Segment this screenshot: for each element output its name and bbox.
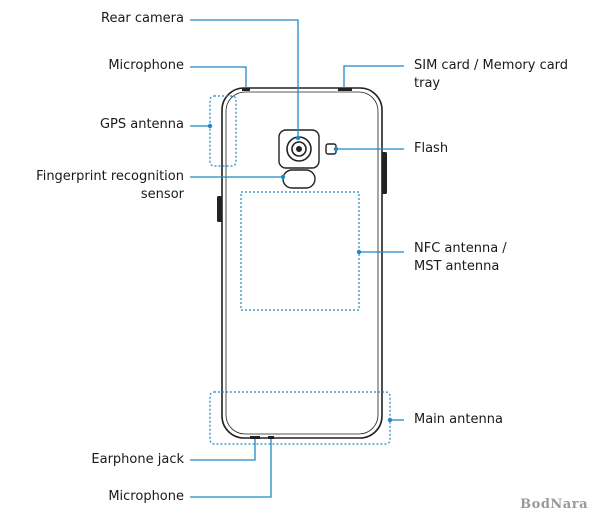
- label-sim-line2: tray: [414, 76, 441, 91]
- label-microphone-top: Microphone: [108, 58, 184, 73]
- volume-key: [217, 196, 222, 222]
- top-microphone-hole: [242, 88, 250, 91]
- bottom-microphone-hole: [268, 436, 274, 439]
- label-earphone-jack: Earphone jack: [91, 452, 184, 467]
- label-gps-antenna: GPS antenna: [99, 117, 184, 132]
- earphone-jack-hole: [250, 436, 260, 439]
- sim-tray-slot: [338, 88, 352, 91]
- label-rear-camera: Rear camera: [101, 11, 184, 26]
- leader-lines: [190, 19, 404, 498]
- label-flash: Flash: [414, 141, 449, 156]
- nfc-antenna-area: [240, 191, 360, 311]
- label-nfc-line2: MST antenna: [414, 259, 500, 274]
- label-nfc-line1: NFC antenna /: [414, 241, 507, 256]
- label-main-antenna: Main antenna: [414, 412, 503, 427]
- label-sim-line1: SIM card / Memory card: [414, 58, 569, 73]
- gps-antenna-area: [209, 95, 237, 167]
- label-fingerprint-line2: sensor: [140, 187, 184, 202]
- label-fingerprint-line1: Fingerprint recognition: [36, 169, 184, 184]
- fingerprint-sensor: [282, 169, 316, 189]
- phone-body: [221, 87, 383, 439]
- watermark-logo: BodNara: [520, 497, 588, 512]
- label-microphone-bottom: Microphone: [108, 489, 184, 504]
- rear-camera-module: [278, 129, 320, 169]
- power-key: [382, 152, 387, 194]
